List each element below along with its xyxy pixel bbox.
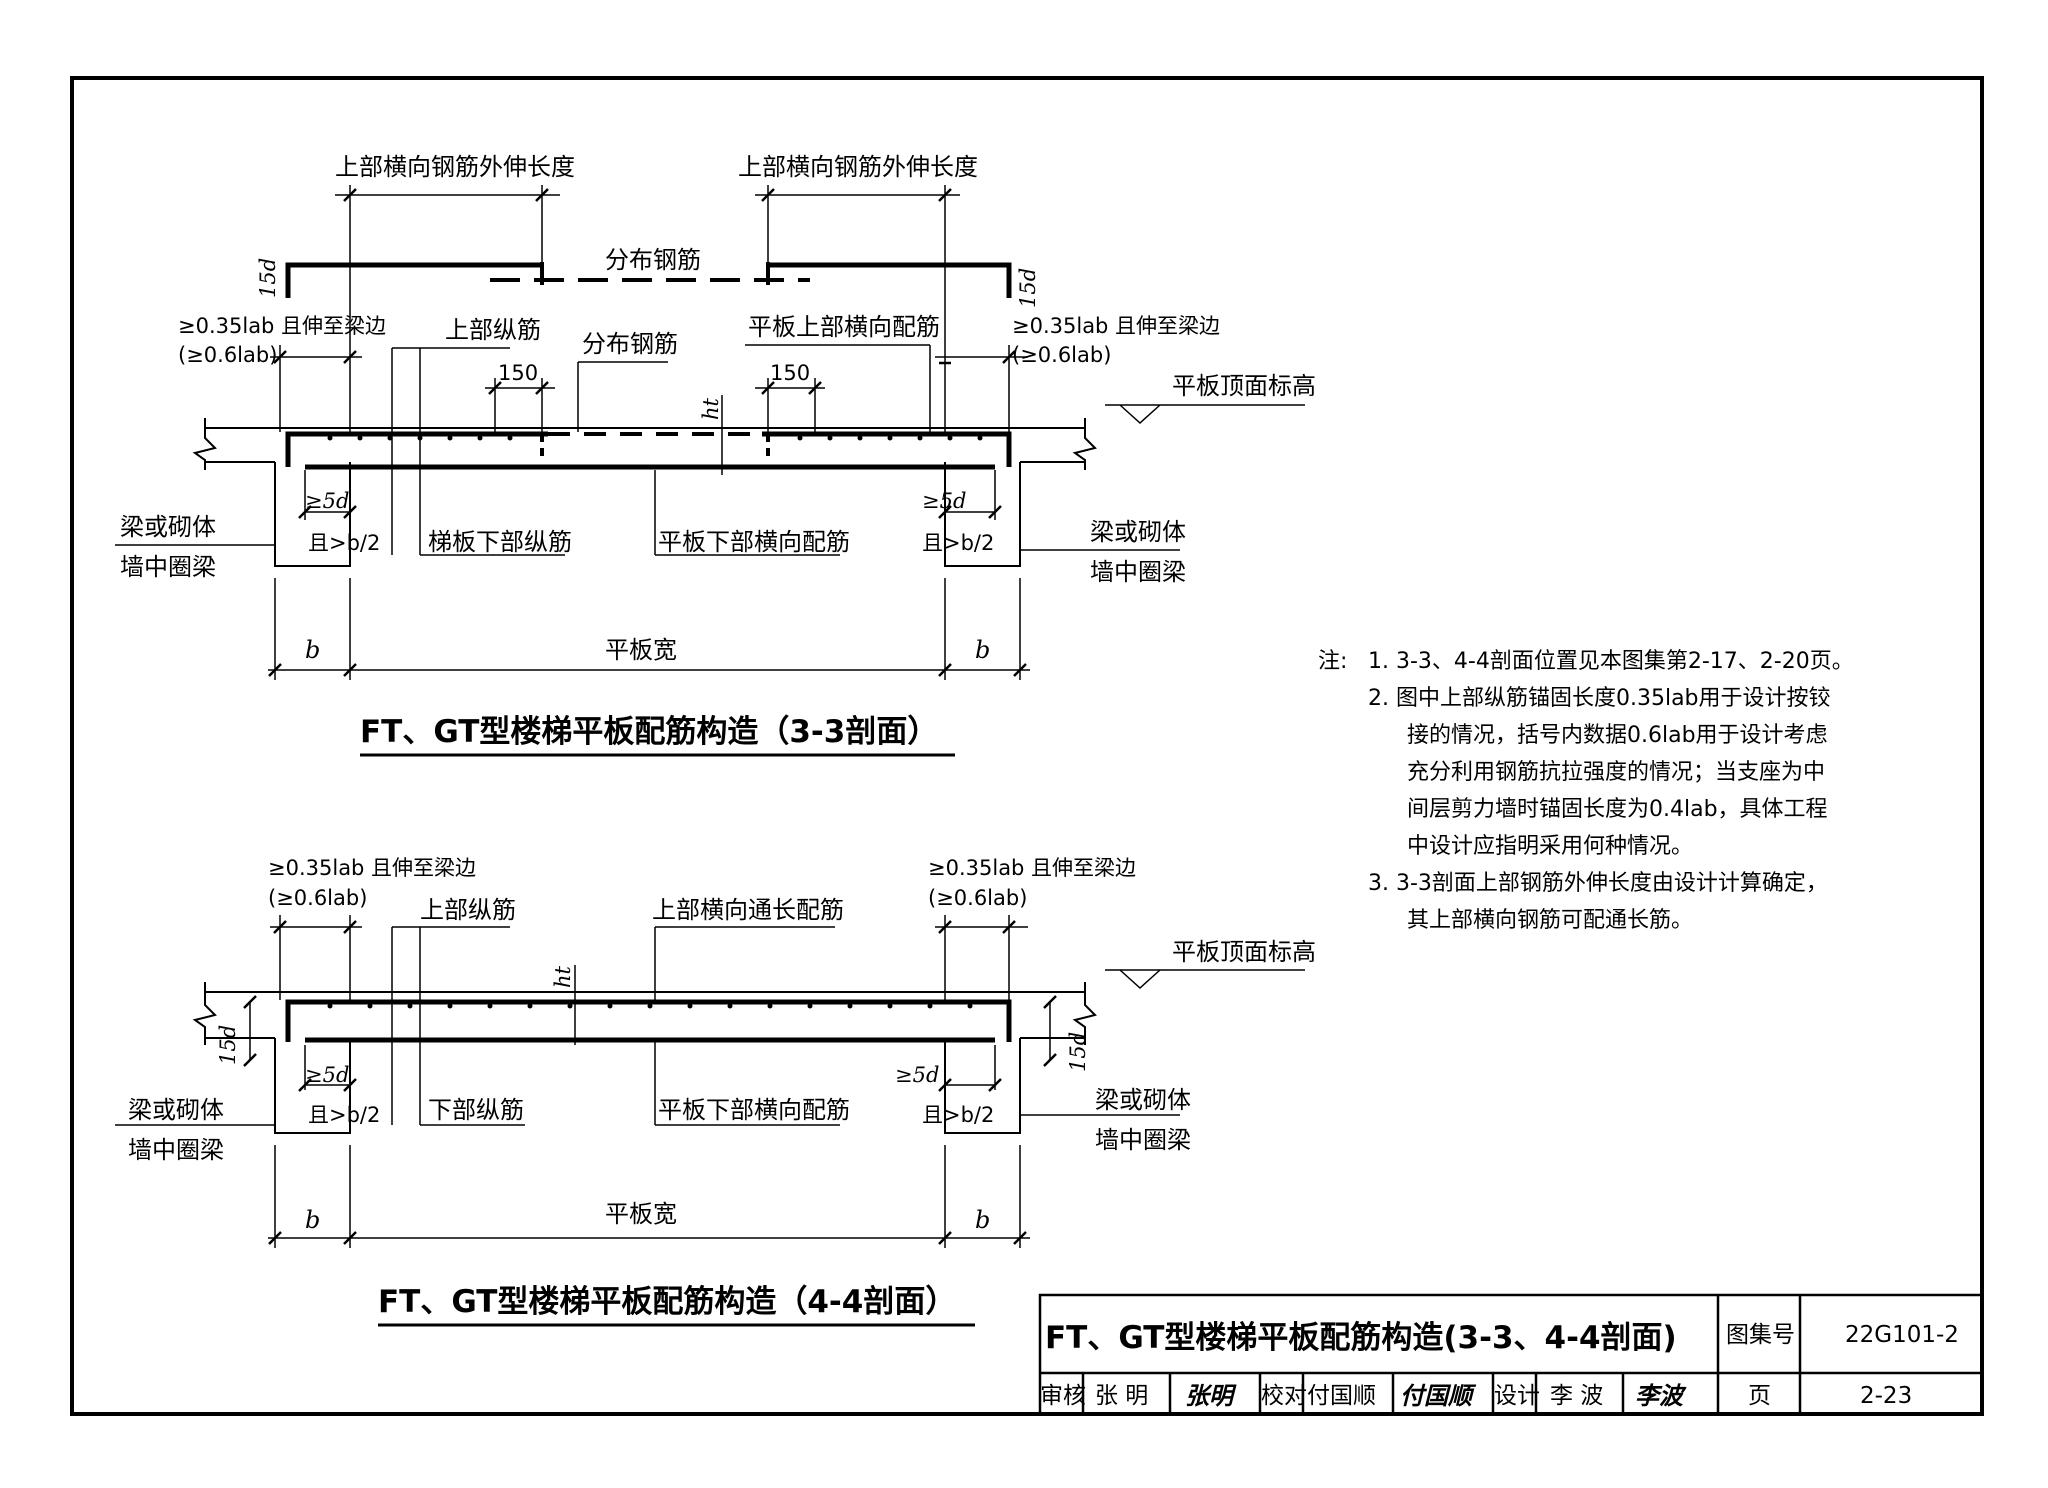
page-no: 2-23 xyxy=(1860,1383,1912,1409)
title-block-text: FT、GT型楼梯平板配筋构造(3-3、4-4剖面) 图集号 22G101-2 审… xyxy=(1040,1320,1959,1410)
caption-4-4: FT、GT型楼梯平板配筋构造（4-4剖面） xyxy=(378,1284,956,1320)
top-ext-right-label: 上部横向钢筋外伸长度 xyxy=(738,153,978,181)
section-4-4 xyxy=(115,915,1305,1248)
min-5d-left: ≥5d xyxy=(305,489,349,513)
anchor-left-line2: (≥0.6lab) xyxy=(178,343,277,367)
slab-outline-33 xyxy=(192,418,1097,567)
b-right-label: b xyxy=(975,636,990,664)
dist-bars-33 xyxy=(490,262,810,460)
dim-ticks-44 xyxy=(243,920,1057,1245)
dim-150-left: 150 xyxy=(498,361,538,385)
hook-15d-left: 15d xyxy=(256,258,280,298)
support44-right-l1: 梁或砌体 xyxy=(1095,1086,1191,1114)
dim-lines-33 xyxy=(115,185,1305,680)
dim-150-right: 150 xyxy=(770,361,810,385)
slab-bottom-transverse-44-label: 平板下部横向配筋 xyxy=(658,1096,850,1124)
slab-width-label: 平板宽 xyxy=(605,636,677,664)
support-left-l2: 墙中圈梁 xyxy=(120,553,216,581)
note-line-3: 接的情况，括号内数据0.6lab用于设计考虑 xyxy=(1407,723,1828,748)
labels-3-3: 上部横向钢筋外伸长度 上部横向钢筋外伸长度 分布钢筋 15d 15d ≥0.35… xyxy=(120,153,1316,757)
slab-top-elev-44-label: 平板顶面标高 xyxy=(1172,938,1316,966)
b44-left-label: b xyxy=(305,1206,320,1234)
support-right-l1: 梁或砌体 xyxy=(1090,518,1186,546)
min-5d-right: ≥5d xyxy=(922,489,966,513)
title-block-title: FT、GT型楼梯平板配筋构造(3-3、4-4剖面) xyxy=(1045,1320,1677,1356)
top-ext-left-label: 上部横向钢筋外伸长度 xyxy=(335,153,575,181)
anchor-left-line1: ≥0.35lab 且伸至梁边 xyxy=(178,314,386,338)
top-bars-33 xyxy=(285,262,1012,467)
support-right-l2: 墙中圈梁 xyxy=(1090,558,1186,586)
notes: 注: 1. 3-3、4-4剖面位置见本图集第2-17、2-20页。 2. 图中上… xyxy=(1318,649,1854,933)
designer-signature: 李波 xyxy=(1635,1381,1687,1410)
support44-right-l2: 墙中圈梁 xyxy=(1095,1126,1191,1154)
hook44-15d-left: 15d xyxy=(216,1025,240,1065)
designer-name: 李 波 xyxy=(1550,1383,1603,1409)
page-label: 页 xyxy=(1748,1383,1771,1409)
design-label: 设计 xyxy=(1494,1383,1540,1409)
note-line-6: 中设计应指明采用何种情况。 xyxy=(1407,834,1693,859)
anchor-right-line1: ≥0.35lab 且伸至梁边 xyxy=(1012,314,1220,338)
atlas-no-label: 图集号 xyxy=(1726,1322,1795,1348)
note-line-5: 间层剪力墙时锚固长度为0.4lab，具体工程 xyxy=(1407,797,1828,822)
note-line-1: 1. 3-3、4-4剖面位置见本图集第2-17、2-20页。 xyxy=(1368,649,1854,674)
hook44-15d-right: 15d xyxy=(1066,1032,1090,1072)
checker-signature: 付国顺 xyxy=(1400,1381,1477,1410)
support44-left-l1: 梁或砌体 xyxy=(128,1096,224,1124)
bar-dots-44 xyxy=(327,1003,973,1009)
half-b-right: 且>b/2 xyxy=(922,531,994,555)
checker-name: 付国顺 xyxy=(1307,1383,1376,1409)
lower-long-bar-label: 下部纵筋 xyxy=(428,1096,524,1124)
ht44-label: ht xyxy=(551,965,575,988)
caption-3-3: FT、GT型楼梯平板配筋构造（3-3剖面） xyxy=(360,714,938,750)
half44-b-left: 且>b/2 xyxy=(308,1103,380,1127)
half44-b-right: 且>b/2 xyxy=(922,1103,994,1127)
anchor-right-line2: (≥0.6lab) xyxy=(1012,343,1111,367)
upper-long-bar-44-label: 上部纵筋 xyxy=(420,896,516,924)
min44-5d-right: ≥5d xyxy=(895,1063,939,1087)
dim-lines-44 xyxy=(115,915,1305,1248)
labels-4-4: ≥0.35lab 且伸至梁边 (≥0.6lab) ≥0.35lab 且伸至梁边 … xyxy=(128,856,1316,1327)
support44-left-l2: 墙中圈梁 xyxy=(128,1136,224,1164)
note-line-4: 充分利用钢筋抗拉强度的情况；当支座为中 xyxy=(1407,760,1825,785)
title-block xyxy=(1038,1293,1984,1416)
min44-5d-left: ≥5d xyxy=(305,1063,349,1087)
slab-width-44-label: 平板宽 xyxy=(605,1200,677,1228)
note-line-2: 2. 图中上部纵筋锚固长度0.35lab用于设计按铰 xyxy=(1368,686,1831,711)
half-b-left: 且>b/2 xyxy=(308,531,380,555)
b-left-label: b xyxy=(305,636,320,664)
check-label: 校对 xyxy=(1261,1383,1307,1409)
b44-right-label: b xyxy=(975,1206,990,1234)
reviewer-signature: 张明 xyxy=(1185,1381,1237,1410)
hook-15d-right: 15d xyxy=(1016,268,1040,308)
note-line-7: 3. 3-3剖面上部钢筋外伸长度由设计计算确定， xyxy=(1368,871,1828,896)
section-3-3 xyxy=(115,185,1305,680)
notes-prefix: 注: xyxy=(1318,649,1347,674)
anchor44-left-line2: (≥0.6lab) xyxy=(268,886,367,910)
sheet-border xyxy=(70,76,1984,1416)
dist-bar-top-label: 分布钢筋 xyxy=(605,246,701,274)
anchor44-right-line2: (≥0.6lab) xyxy=(928,886,1027,910)
note-line-8: 其上部横向钢筋可配通长筋。 xyxy=(1407,908,1693,933)
slab-top-transverse-label: 平板上部横向配筋 xyxy=(748,313,940,341)
reviewer-name: 张 明 xyxy=(1095,1383,1148,1409)
anchor44-left-line1: ≥0.35lab 且伸至梁边 xyxy=(268,856,476,880)
dist-bar-label: 分布钢筋 xyxy=(582,330,678,358)
atlas-no: 22G101-2 xyxy=(1845,1322,1959,1348)
stair-bottom-long-label: 梯板下部纵筋 xyxy=(428,528,572,556)
review-label: 审核 xyxy=(1040,1383,1086,1409)
upper-long-bar-label: 上部纵筋 xyxy=(445,316,541,344)
upper-through-bar-label: 上部横向通长配筋 xyxy=(652,896,844,924)
support-left-l1: 梁或砌体 xyxy=(120,513,216,541)
dim-ticks-33 xyxy=(268,188,1027,677)
anchor44-right-line1: ≥0.35lab 且伸至梁边 xyxy=(928,856,1136,880)
slab-bottom-transverse-label: 平板下部横向配筋 xyxy=(658,528,850,556)
slab-top-elev-label: 平板顶面标高 xyxy=(1172,372,1316,400)
ht-label: ht xyxy=(699,397,723,420)
bar-dots-33 xyxy=(327,435,983,441)
